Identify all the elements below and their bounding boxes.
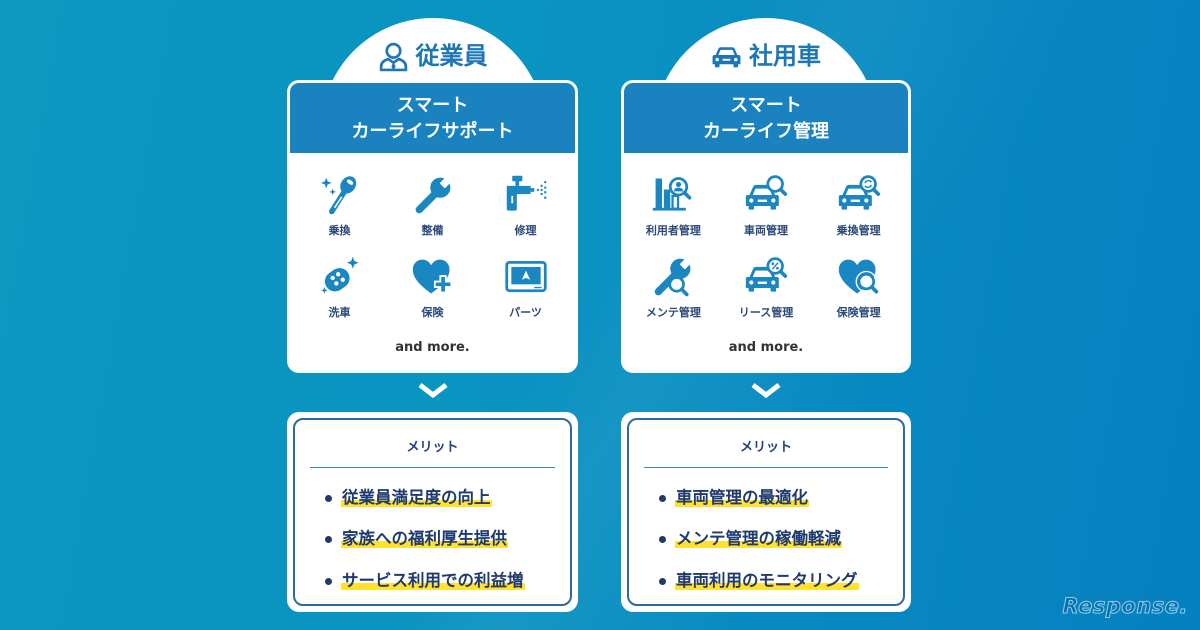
employee-column: 従業員 スマート カーライフサポート 乗換	[287, 0, 578, 630]
feature-label: メンテ管理	[645, 306, 701, 319]
merit-divider	[644, 467, 888, 468]
car-icon	[712, 46, 741, 67]
feature-item: パーツ	[479, 255, 572, 327]
company-car-column: 社用車 スマート カーライフ管理 利用者管理	[621, 0, 911, 630]
feature-item: 利用者管理	[627, 173, 720, 245]
response-logo: Response.	[1062, 594, 1188, 619]
service-title-line2: カーライフサポート	[351, 121, 514, 142]
category-title: 社用車	[621, 40, 911, 72]
feature-item: 保険	[386, 255, 479, 327]
merit-text: メンテ管理の稼働軽減	[675, 528, 842, 550]
category-label: 社用車	[749, 42, 821, 70]
feature-label: リース管理	[738, 306, 794, 319]
heart-plus-icon	[412, 259, 452, 294]
merit-text: 家族への福利厚生提供	[341, 528, 508, 550]
merit-item: 従業員満足度の向上	[325, 487, 492, 509]
merit-frame: メリット 車両管理の最適化 メンテ管理の稼働軽減 車両利用のモニタリング	[627, 418, 905, 606]
merit-divider	[310, 467, 555, 468]
feature-label: 修理	[514, 224, 537, 237]
chevron-down-icon	[417, 383, 448, 398]
and-more-text: and more.	[395, 340, 470, 355]
feature-item: 洗車	[293, 255, 386, 327]
feature-item: 修理	[479, 173, 572, 245]
feature-item: 整備	[386, 173, 479, 245]
feature-label: パーツ	[509, 306, 542, 319]
merit-title: メリット	[406, 440, 459, 455]
feature-label: 乗換管理	[836, 224, 881, 237]
bullet-icon	[325, 577, 332, 585]
wrench-search-icon	[654, 255, 694, 297]
monitor-icon	[504, 260, 547, 293]
merit-item: 家族への福利厚生提供	[325, 528, 508, 550]
service-title: スマート カーライフ管理	[624, 83, 908, 153]
user-stats-search-icon	[653, 177, 692, 211]
and-more-text: and more.	[728, 340, 804, 355]
feature-item: リース管理	[720, 255, 813, 327]
feature-item: 車両管理	[720, 173, 813, 245]
merit-item: 車両利用のモニタリング	[659, 570, 859, 592]
car-search-icon	[745, 175, 788, 210]
feature-grid: 乗換 整備	[293, 173, 572, 327]
merit-card: メリット 車両管理の最適化 メンテ管理の稼働軽減 車両利用のモニタリング	[621, 412, 911, 612]
bullet-icon	[325, 494, 332, 502]
merit-text: サービス利用での利益増	[341, 570, 525, 592]
bullet-icon	[325, 535, 332, 543]
service-title-line2: カーライフ管理	[703, 121, 829, 142]
feature-label: 車両管理	[743, 224, 788, 237]
feature-label: 整備	[421, 224, 444, 237]
person-icon	[379, 42, 407, 71]
key-sparkle-icon	[320, 176, 356, 215]
service-card: スマート カーライフサポート 乗換	[287, 80, 578, 373]
merit-text: 車両管理の最適化	[675, 487, 809, 509]
sponge-icon	[320, 256, 359, 294]
merit-item: 車両管理の最適化	[659, 487, 809, 509]
feature-item: 保険管理	[812, 255, 905, 327]
feature-grid: 利用者管理 車両管理	[627, 173, 905, 327]
service-title: スマート カーライフサポート	[290, 83, 575, 153]
bullet-icon	[659, 577, 666, 585]
merit-item: メンテ管理の稼働軽減	[659, 528, 842, 550]
heart-search-icon	[838, 259, 878, 294]
merit-frame: メリット 従業員満足度の向上 家族への福利厚生提供 サービス利用での利益増	[293, 418, 572, 606]
spray-gun-icon	[506, 175, 546, 211]
merit-card: メリット 従業員満足度の向上 家族への福利厚生提供 サービス利用での利益増	[287, 412, 578, 612]
feature-label: 乗換	[328, 224, 351, 237]
merit-text: 車両利用のモニタリング	[675, 570, 859, 592]
feature-label: 保険	[421, 306, 444, 319]
merit-title: メリット	[739, 440, 792, 455]
feature-item: メンテ管理	[627, 255, 720, 327]
feature-item: 乗換管理	[812, 173, 905, 245]
category-title: 従業員	[287, 40, 578, 72]
feature-label: 利用者管理	[645, 224, 701, 237]
category-label: 従業員	[415, 42, 488, 70]
chevron-down-icon	[751, 383, 781, 398]
bullet-icon	[659, 535, 666, 543]
wrench-icon	[415, 174, 454, 214]
merit-item: サービス利用での利益増	[325, 570, 525, 592]
service-title-line1: スマート	[396, 95, 469, 116]
service-card: スマート カーライフ管理 利用者管理	[621, 80, 911, 373]
merit-text: 従業員満足度の向上	[341, 487, 492, 509]
car-refresh-icon	[838, 175, 880, 210]
bullet-icon	[659, 494, 666, 502]
feature-label: 保険管理	[836, 306, 881, 319]
service-title-line1: スマート	[730, 95, 802, 116]
car-percent-icon	[745, 257, 788, 292]
feature-label: 洗車	[328, 306, 351, 319]
feature-item: 乗換	[293, 173, 386, 245]
